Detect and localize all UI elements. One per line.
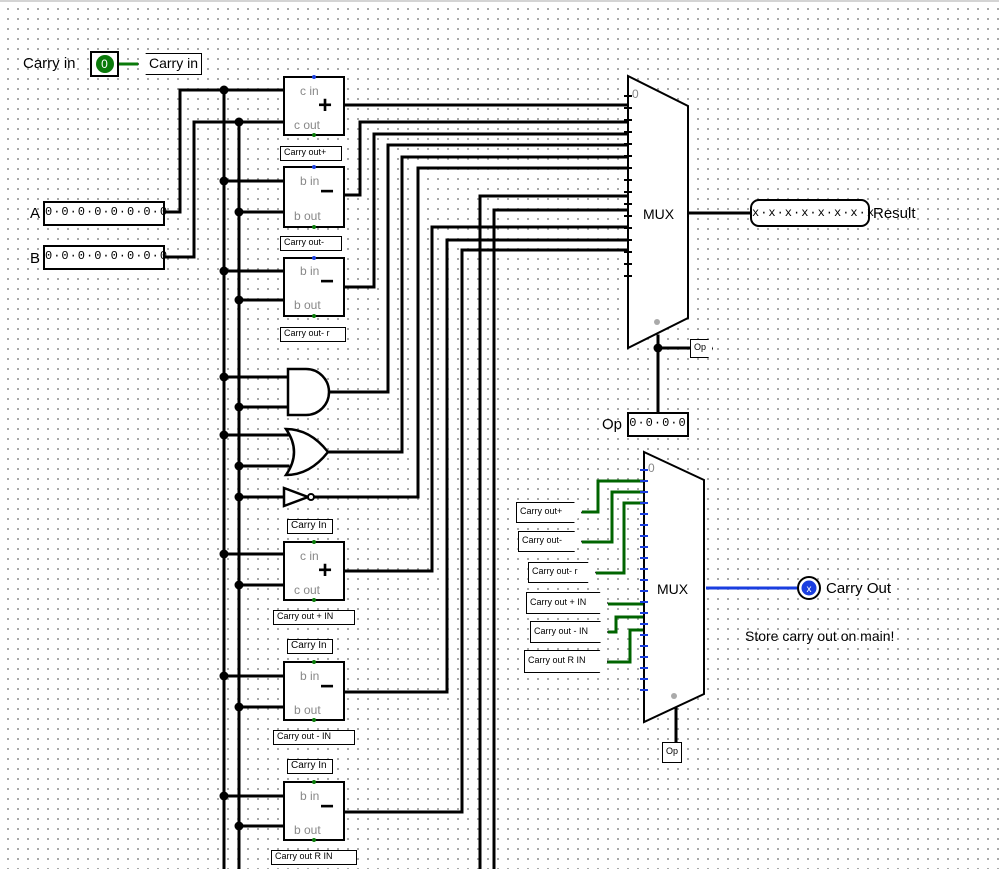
not-gate[interactable] (282, 486, 312, 508)
carry-out-r-in-tunnel[interactable]: Carry out R IN (271, 850, 357, 865)
subin-out-label: b out (294, 703, 321, 717)
a-input-pin[interactable]: 0·0·0·0·0·0·0·0 (43, 201, 167, 226)
sub-symbol: − (320, 178, 335, 205)
carry-out-plus-in-tunnel[interactable]: Carry out + IN (273, 610, 355, 625)
sub-in-label: b in (300, 174, 320, 188)
op-tunnel-carry[interactable]: Op (662, 742, 683, 763)
svg-text:x: x (807, 584, 812, 595)
carry-in-tunnel-subr[interactable]: Carry In (287, 759, 333, 774)
carry-out-plus-in-source[interactable]: Carry out + IN (526, 592, 608, 614)
and-gate[interactable] (286, 367, 331, 417)
mux-carry-zero: 0 (648, 461, 655, 475)
carry-out-minus-r-source[interactable]: Carry out- r (528, 562, 596, 583)
sub-out-label: b out (294, 209, 321, 223)
addin-symbol: + (318, 557, 333, 584)
mux-main-zero: 0 (632, 87, 639, 101)
mux-main-label: MUX (643, 206, 675, 222)
result-label: Result (873, 205, 916, 222)
carry-out-label: Carry Out (826, 580, 892, 597)
carry-in-tunnel-add[interactable]: Carry In (287, 519, 333, 534)
carry-out-minus-in-source[interactable]: Carry out - IN (530, 621, 608, 643)
b-input-pin[interactable]: 0·0·0·0·0·0·0·0 (43, 245, 167, 270)
result-output-pin[interactable]: x·x·x·x·x·x·x·x (750, 199, 874, 227)
store-carry-note: Store carry out on main! (745, 628, 895, 644)
subr-symbol: − (320, 268, 335, 295)
canvas-top-border (0, 0, 999, 2)
carry-out-plus-source[interactable]: Carry out+ (516, 502, 582, 523)
carry-in-label: Carry in (23, 55, 76, 72)
a-label: A (30, 205, 41, 222)
mux-carry-label: MUX (657, 581, 689, 597)
subrin-out-label: b out (294, 823, 321, 837)
carry-out-r-in-source[interactable]: Carry out R IN (524, 650, 608, 673)
b-label: B (30, 250, 41, 267)
addin-in-label: c in (300, 549, 319, 563)
subin-symbol: − (320, 673, 335, 700)
subr-out-label: b out (294, 298, 321, 312)
adder-symbol: + (318, 92, 333, 119)
subrin-symbol: − (320, 793, 335, 820)
op-label: Op (602, 416, 623, 433)
carry-in-pin[interactable]: 0 (90, 51, 119, 77)
carry-out-plus-tunnel[interactable]: Carry out+ (280, 146, 342, 161)
carry-out-pin[interactable] (797, 576, 821, 600)
carry-in-tunnel[interactable]: Carry in (138, 53, 203, 75)
addin-out-label: c out (294, 583, 321, 597)
op-input-pin[interactable]: 0·0·0·0 (627, 412, 689, 437)
carry-out-minus-r-tunnel[interactable]: Carry out- r (280, 327, 346, 342)
subr-in-label: b in (300, 264, 320, 278)
carry-in-tunnel-sub[interactable]: Carry In (287, 639, 333, 654)
adder-in-label: c in (300, 84, 319, 98)
carry-in-value: 0 (95, 55, 114, 73)
or-gate[interactable] (283, 427, 330, 477)
adder-out-label: c out (294, 118, 321, 132)
subin-in-label: b in (300, 669, 320, 683)
op-tunnel-main[interactable]: Op (690, 339, 714, 358)
subrin-in-label: b in (300, 789, 320, 803)
carry-out-minus-in-tunnel[interactable]: Carry out - IN (273, 730, 355, 745)
carry-out-minus-source[interactable]: Carry out- (518, 531, 582, 552)
carry-out-minus-tunnel[interactable]: Carry out- (280, 236, 342, 251)
